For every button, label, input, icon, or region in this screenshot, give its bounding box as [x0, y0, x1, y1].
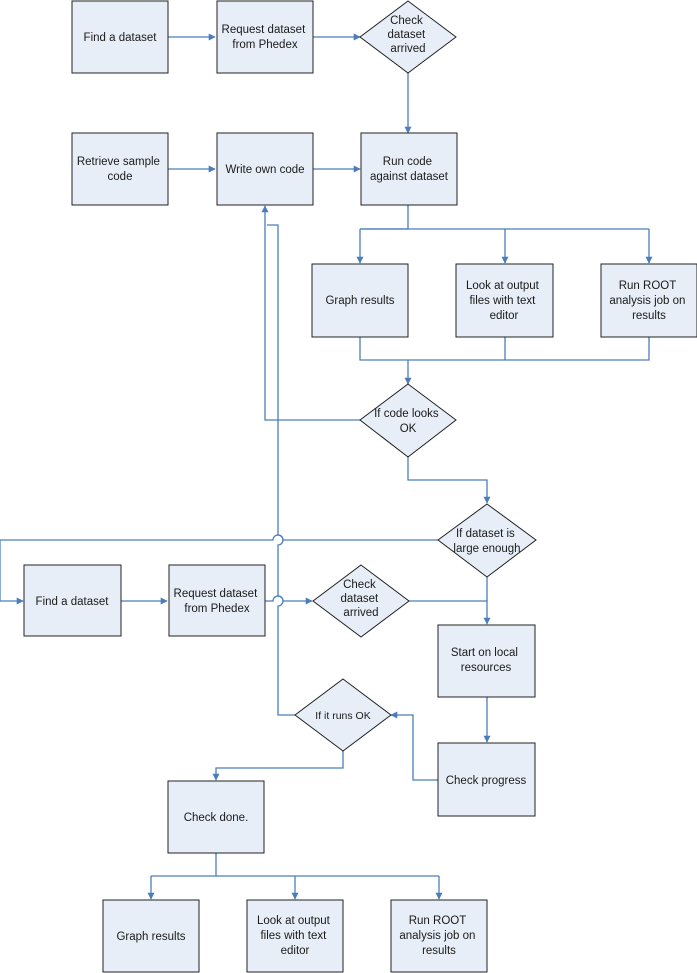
node-label: Check — [343, 579, 376, 591]
svg-text:If code looks OK: If code looks OK — [374, 408, 442, 435]
arrow-code-ok-to-large — [407, 457, 491, 504]
node-start-local-resources: Start on local resources — [437, 624, 536, 698]
svg-text:Run code against dataset: Run code against dataset — [370, 156, 449, 183]
node-label: from Phedex — [184, 603, 249, 615]
svg-text:Request dataset from Phe: Request dataset from Phedex — [222, 24, 309, 51]
node-label: arrived — [343, 607, 378, 619]
node-label: Graph results — [116, 931, 185, 943]
svg-text:Check dataset arri: Check dataset arrived — [341, 579, 382, 619]
node-label: against dataset — [370, 171, 449, 183]
node-request-phedex-1: Request dataset from Phedex — [216, 0, 314, 74]
node-label: Run code — [383, 156, 432, 168]
node-look-output-2: Look at output files with text editor — [246, 899, 344, 973]
node-run-root-2: Run ROOT analysis job on results — [390, 899, 488, 973]
split-run-results — [360, 205, 409, 230]
loop-runs-ok-to-write — [267, 224, 295, 716]
node-label: large enough — [453, 543, 520, 555]
node-find-dataset-2: Find a dataset — [23, 564, 122, 637]
svg-text:Run ROOT analysis job on: Run ROOT analysis job on results — [609, 280, 688, 322]
node-label: editor — [281, 945, 310, 957]
svg-text:Start on local resources: Start on local resources — [451, 647, 521, 674]
svg-text:Look at output files wit: Look at output files with text editor — [466, 280, 542, 322]
node-label: resources — [461, 662, 512, 674]
node-if-dataset-large: If dataset is large enough — [437, 503, 537, 578]
node-label: Write own code — [225, 164, 304, 176]
node-label: files with text — [469, 295, 536, 307]
connectors — [0, 33, 653, 900]
node-check-progress: Check progress — [437, 742, 536, 817]
svg-text:Graph results: Graph results — [116, 931, 185, 943]
node-if-code-looks-ok: If code looks OK — [359, 383, 457, 458]
node-label: arrived — [390, 43, 425, 55]
arrow-runs-ok-to-done — [212, 751, 344, 781]
node-label: from Phedex — [232, 39, 297, 51]
svg-text:If it runs OK: If it runs OK — [315, 710, 370, 722]
svg-text:Check dataset arri: Check dataset arrived — [388, 15, 429, 55]
svg-text:Run ROOT analysis job on: Run ROOT analysis job on results — [399, 915, 478, 957]
svg-text:Check progress: Check progress — [446, 775, 527, 787]
node-label: dataset — [341, 593, 380, 605]
svg-text:Check done.: Check done. — [184, 812, 249, 824]
node-label: If dataset is — [456, 528, 515, 540]
loop-code-ok-to-write — [261, 205, 360, 421]
node-label: Request dataset — [174, 588, 259, 600]
node-graph-results-1: Graph results — [311, 263, 409, 338]
node-check-arrived-1: Check dataset arrived — [359, 0, 457, 74]
svg-text:Retrieve sample code: Retrieve sample code — [77, 156, 163, 183]
arrow-request-to-check-2 — [265, 595, 313, 605]
node-label: Graph results — [325, 295, 394, 307]
arrow-progress-to-runs-ok — [390, 711, 438, 781]
node-label: If it runs OK — [315, 710, 370, 722]
node-label: Check progress — [446, 775, 527, 787]
node-write-own-code: Write own code — [216, 132, 314, 206]
node-find-dataset-1: Find a dataset — [71, 0, 169, 74]
node-label: Look at output — [257, 915, 331, 927]
svg-text:Graph results: Graph results — [325, 295, 394, 307]
node-label: OK — [400, 423, 417, 435]
node-label: Find a dataset — [36, 596, 110, 608]
svg-text:If dataset is large enou: If dataset is large enough — [453, 528, 520, 555]
svg-text:Look at output files wit: Look at output files with text editor — [257, 915, 333, 957]
node-label: analysis job on — [609, 295, 685, 307]
node-retrieve-sample-code: Retrieve sample code — [71, 132, 169, 206]
node-label: Request dataset — [222, 24, 307, 36]
node-label: results — [632, 310, 666, 322]
arrow-check-2-to-start — [409, 600, 491, 625]
node-label: Find a dataset — [84, 32, 158, 44]
node-request-phedex-2: Request dataset from Phedex — [168, 564, 266, 637]
node-look-output-1: Look at output files with text editor — [455, 263, 554, 338]
svg-text:Find a dataset: Find a dataset — [84, 32, 158, 44]
node-check-arrived-2: Check dataset arrived — [312, 564, 410, 638]
node-graph-results-2: Graph results — [102, 899, 200, 973]
node-run-root-1: Run ROOT analysis job on results — [600, 263, 697, 338]
svg-text:Find a dataset: Find a dataset — [36, 596, 110, 608]
node-label: Look at output — [466, 280, 540, 292]
node-label: Run ROOT — [619, 280, 676, 292]
node-label: Run ROOT — [409, 915, 466, 927]
node-label: Check done. — [184, 812, 249, 824]
svg-text:Write own code: Write own code — [225, 164, 304, 176]
node-label: Retrieve sample — [77, 156, 160, 168]
node-label: results — [422, 945, 456, 957]
node-check-done: Check done. — [167, 780, 265, 854]
node-label: code — [108, 171, 133, 183]
node-label: Start on local — [451, 647, 518, 659]
node-if-it-runs-ok: If it runs OK — [294, 678, 392, 752]
node-label: files with text — [260, 930, 327, 942]
node-run-code: Run code against dataset — [360, 132, 458, 206]
node-label: If code looks — [374, 408, 439, 420]
node-label: analysis job on — [399, 930, 475, 942]
node-label: editor — [490, 310, 519, 322]
node-label: dataset — [388, 29, 427, 41]
node-label: Check — [390, 15, 423, 27]
svg-text:Request dataset from Phe: Request dataset from Phedex — [174, 588, 261, 615]
